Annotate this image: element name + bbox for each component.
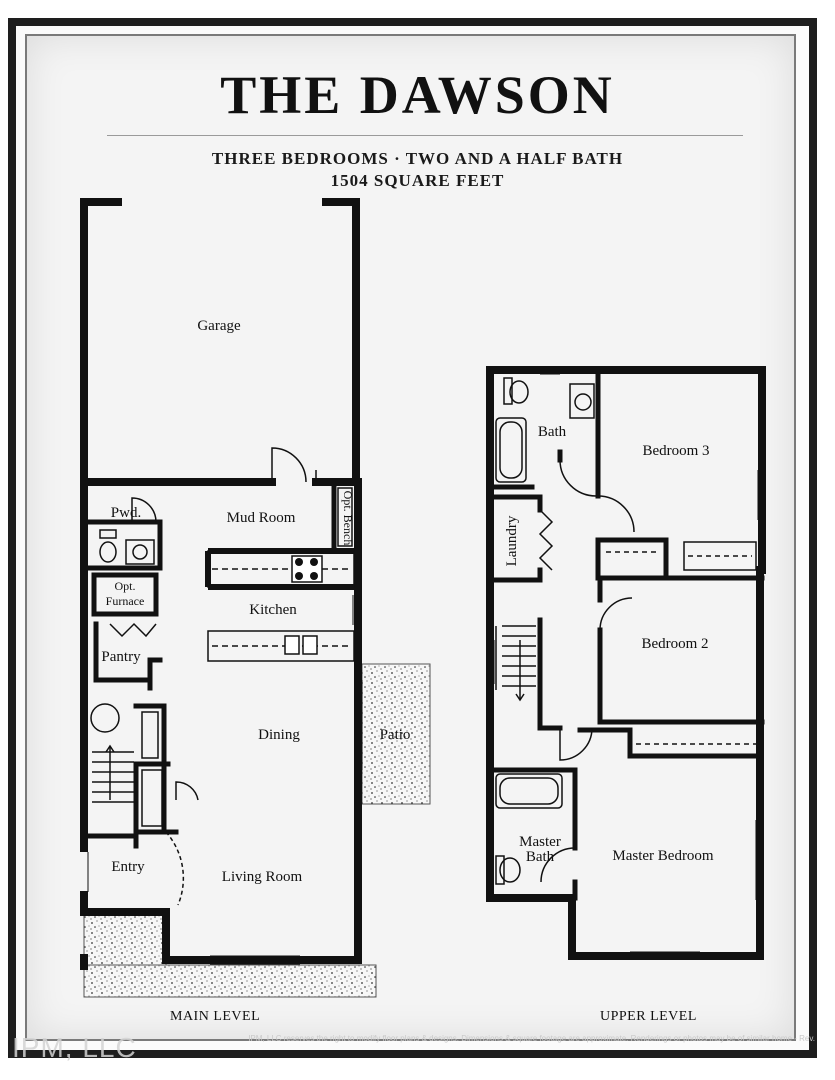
room-label-master-bedroom: Master Bedroom xyxy=(612,848,714,864)
room-label-mud-room: Mud Room xyxy=(227,510,296,526)
room-label-bedroom-2: Bedroom 2 xyxy=(641,636,708,652)
title-divider xyxy=(107,135,743,136)
disclaimer-text: IPM, LLC reserves the right to modify fl… xyxy=(248,1034,815,1043)
upper-level-caption: UPPER LEVEL xyxy=(600,1009,697,1024)
plan-title: THE DAWSON xyxy=(220,65,615,125)
room-label-pantry: Pantry xyxy=(101,649,141,665)
room-label-opt-furnace-line2: Furnace xyxy=(106,594,145,608)
plan-subtitle-square-feet: 1504 SQUARE FEET xyxy=(330,171,505,190)
room-label-bedroom-3: Bedroom 3 xyxy=(642,443,709,459)
plan-subtitle-bedrooms: THREE BEDROOMS · TWO AND A HALF BATH xyxy=(211,149,624,168)
room-label-powder: Pwd. xyxy=(111,505,141,521)
room-label-kitchen: Kitchen xyxy=(249,602,297,618)
room-label-entry: Entry xyxy=(111,859,145,875)
room-label-patio: Patio xyxy=(380,727,411,743)
room-label-bath: Bath xyxy=(538,424,567,440)
cooktop-burners xyxy=(295,558,318,580)
main-level-plan: Garage Pwd. Mud Room Opt. Bench Opt. Fur… xyxy=(80,198,431,998)
upper-level-plan: Bath Bedroom 3 Laundry Bedroom 2 Master … xyxy=(486,366,766,960)
room-label-opt-furnace-line1: Opt. xyxy=(115,579,136,593)
room-label-master-bath-line2: Bath xyxy=(526,849,555,865)
room-label-garage: Garage xyxy=(197,318,241,334)
watermark-text: IPM, LLC xyxy=(12,1032,137,1063)
patio-slab xyxy=(361,663,431,805)
main-level-caption: MAIN LEVEL xyxy=(170,1009,261,1024)
room-label-dining: Dining xyxy=(258,727,300,743)
front-walk-slab xyxy=(83,964,377,998)
room-label-opt-bench: Opt. Bench xyxy=(341,491,355,546)
room-label-master-bath-line1: Master xyxy=(519,834,561,850)
room-label-living-room: Living Room xyxy=(222,869,303,885)
room-label-laundry: Laundry xyxy=(504,515,520,566)
